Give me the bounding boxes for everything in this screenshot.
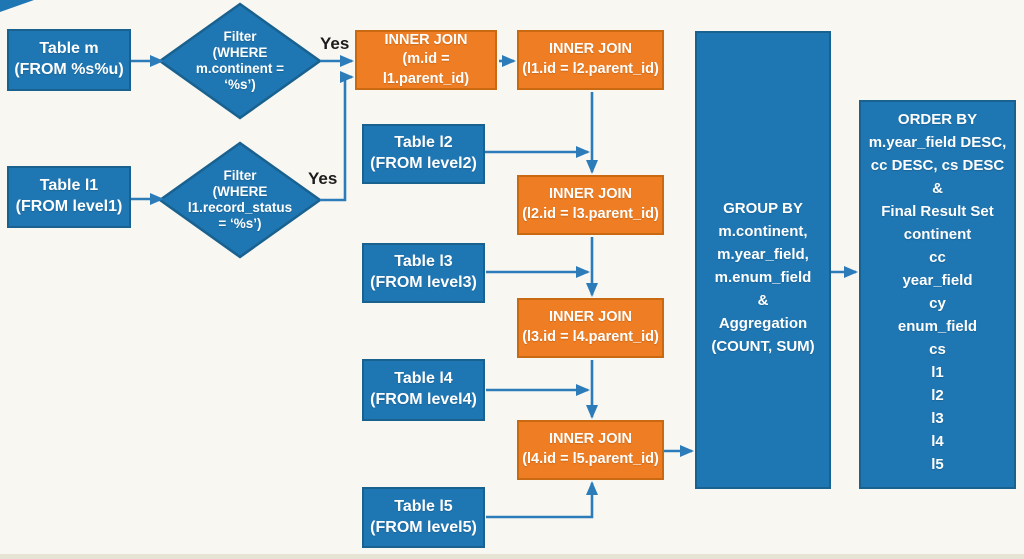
node-table-m-label: Table m (FROM %s%u) (14, 40, 124, 78)
edge-label-yes-continent: Yes (320, 34, 350, 53)
node-inner-join-l3-l4: INNER JOIN (l3.id = l4.parent_id) (517, 298, 664, 358)
node-filter-continent-label: Filter (WHERE m.continent = ‘%s’) (195, 28, 285, 93)
node-inner-join-l2-l3-label: INNER JOIN (l2.id = l3.parent_id) (522, 186, 659, 222)
corner-wedge-decoration (0, 0, 34, 12)
node-table-l2-label: Table l2 (FROM level2) (370, 134, 477, 172)
node-table-l3: Table l3 (FROM level3) (362, 243, 485, 303)
node-group-by: GROUP BY m.continent, m.year_field, m.en… (695, 31, 831, 489)
node-table-l5-label: Table l5 (FROM level5) (370, 497, 477, 536)
node-table-l5: Table l5 (FROM level5) (362, 487, 485, 548)
node-table-l4: Table l4 (FROM level4) (362, 359, 485, 421)
node-order-by-label: ORDER BY m.year_field DESC, cc DESC, cs … (868, 111, 1007, 473)
node-group-by-label: GROUP BY m.continent, m.year_field, m.en… (711, 199, 815, 355)
node-table-l3-label: Table l3 (FROM level3) (370, 253, 477, 291)
node-inner-join-l3-l4-label: INNER JOIN (l3.id = l4.parent_id) (522, 309, 659, 345)
node-inner-join-m-l1: INNER JOIN (m.id = l1.parent_id) (355, 30, 497, 90)
node-table-l1: Table l1 (FROM level1) (7, 166, 131, 228)
node-filter-record-status-label: Filter (WHERE l1.record_status = ‘%s’) (187, 167, 293, 232)
node-inner-join-l2-l3: INNER JOIN (l2.id = l3.parent_id) (517, 175, 664, 235)
node-inner-join-l1-l2-label: INNER JOIN (l1.id = l2.parent_id) (522, 41, 659, 77)
node-inner-join-l1-l2: INNER JOIN (l1.id = l2.parent_id) (517, 30, 664, 90)
node-table-l4-label: Table l4 (FROM level4) (370, 370, 477, 408)
node-inner-join-l4-l5: INNER JOIN (l4.id = l5.parent_id) (517, 420, 664, 480)
node-table-m: Table m (FROM %s%u) (7, 29, 131, 91)
edge-label-yes-record-status: Yes (308, 169, 338, 188)
node-table-l2: Table l2 (FROM level2) (362, 124, 485, 184)
node-order-by: ORDER BY m.year_field DESC, cc DESC, cs … (859, 100, 1016, 489)
filter-record-status-diamond (157, 141, 323, 259)
filter-continent-diamond (157, 2, 323, 120)
node-inner-join-m-l1-label: INNER JOIN (m.id = l1.parent_id) (382, 31, 470, 87)
node-inner-join-l4-l5-label: INNER JOIN (l4.id = l5.parent_id) (522, 431, 659, 467)
bottom-edge-strip (0, 554, 1024, 559)
node-table-l1-label: Table l1 (FROM level1) (15, 177, 123, 215)
